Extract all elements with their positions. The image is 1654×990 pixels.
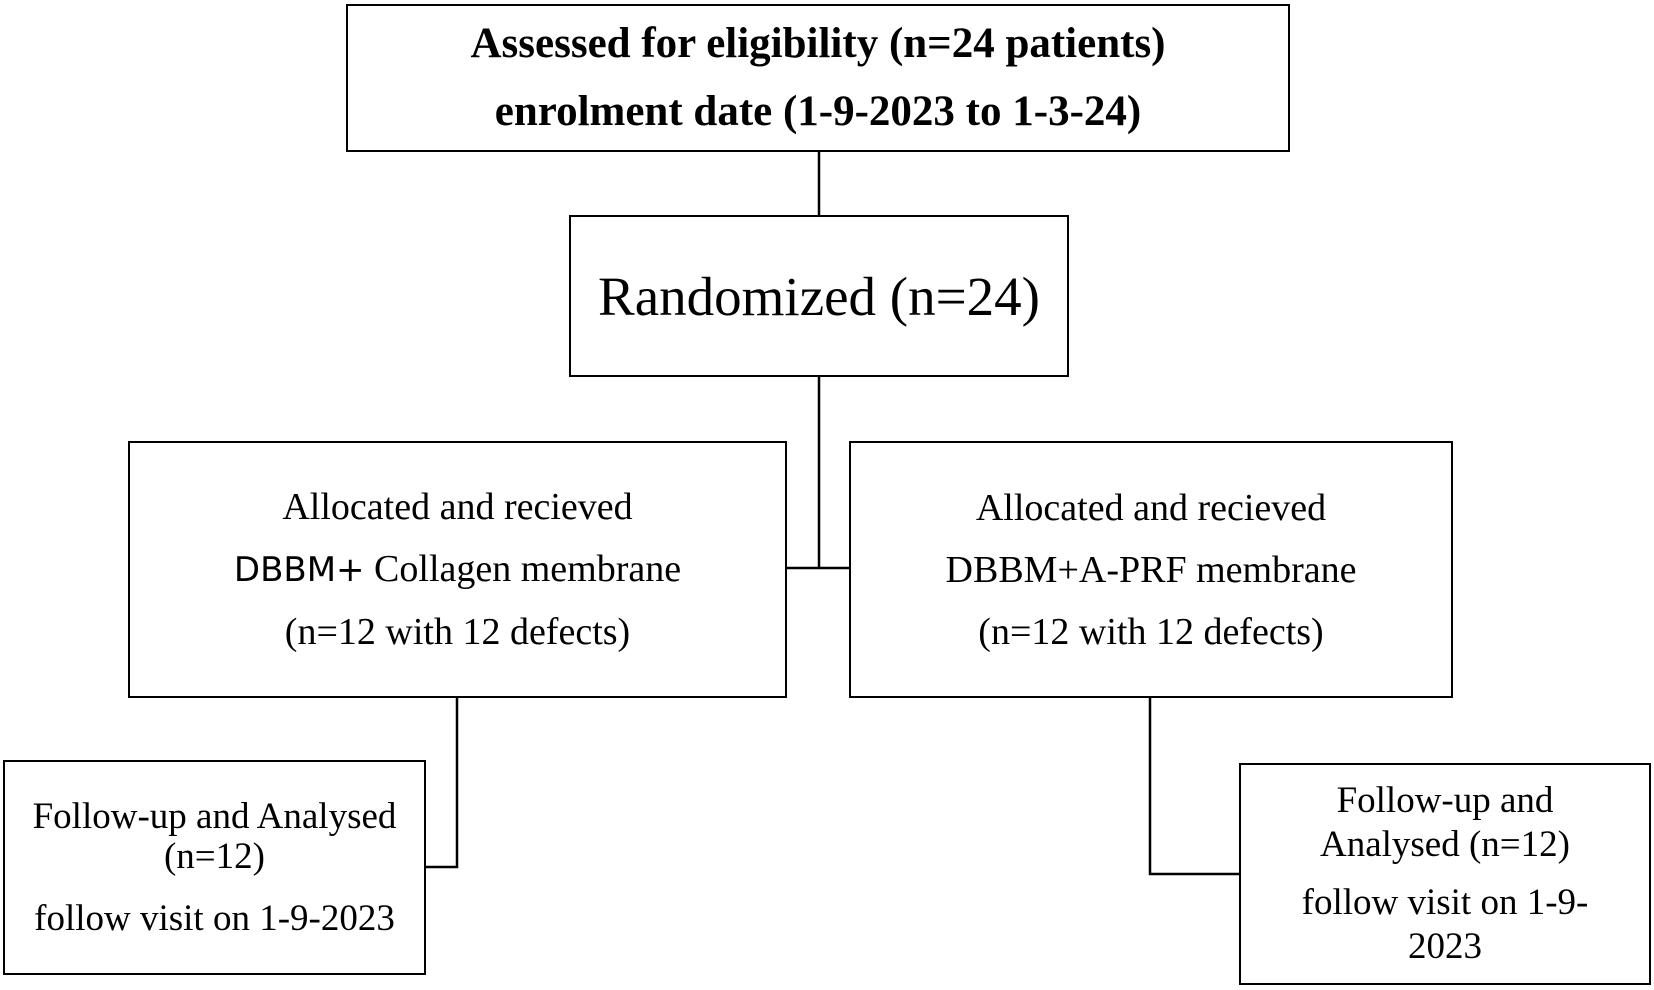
randomized-label: Randomized (n=24): [598, 265, 1040, 327]
allocation-left-line3: (n=12 with 12 defects): [284, 611, 631, 653]
followup-right-line4: 2023: [1408, 926, 1482, 967]
allocation-right-line2: DBBM+A-PRF membrane: [945, 548, 1357, 591]
connector-right-followup: [1148, 698, 1239, 876]
randomized-box: Randomized (n=24): [569, 215, 1069, 377]
followup-left-line2: (n=12): [163, 835, 265, 877]
followup-right-box: Follow-up and Analysed (n=12) follow vis…: [1239, 763, 1651, 985]
followup-left-box: Follow-up and Analysed (n=12) follow vis…: [3, 760, 426, 975]
allocation-right-box: Allocated and recieved DBBM+A-PRF membra…: [849, 441, 1453, 698]
allocation-left-line2-rest: Collagen membrane: [364, 548, 682, 590]
allocation-left-line2: DBBM+ Collagen membrane: [234, 538, 681, 601]
assessed-line2: enrolment date (1-9-2023 to 1-3-24): [494, 88, 1142, 135]
connector-left-followup: [426, 698, 459, 869]
allocation-left-line2-prefix: DBBM+: [233, 550, 365, 590]
allocation-left-box: Allocated and recieved DBBM+ Collagen me…: [128, 441, 787, 698]
followup-left-line3: follow visit on 1-9-2023: [34, 897, 395, 939]
assessed-line1: Assessed for eligibility (n=24 patients): [470, 20, 1166, 67]
allocation-right-line1: Allocated and recieved: [975, 486, 1327, 529]
followup-right-line2: Analysed (n=12): [1319, 824, 1570, 865]
followup-right-line3: follow visit on 1-9-: [1301, 882, 1589, 923]
followup-left-line1: Follow-up and Analysed: [32, 795, 397, 837]
followup-right-line1: Follow-up and: [1336, 780, 1554, 821]
assessed-box: Assessed for eligibility (n=24 patients)…: [346, 4, 1290, 152]
allocation-right-line3: (n=12 with 12 defects): [978, 610, 1324, 653]
allocation-left-line1: Allocated and recieved: [282, 486, 633, 528]
